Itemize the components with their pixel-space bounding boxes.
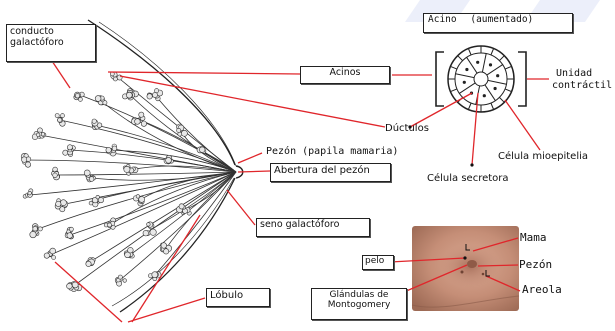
lobule: [30, 224, 43, 238]
lobule: [133, 195, 144, 207]
acinus-enlarged: [436, 46, 526, 112]
lobule: [84, 170, 95, 182]
lobule: [86, 258, 95, 267]
duct-branch: [55, 172, 236, 175]
label-pezon-papila: Pezón (papila mamaria): [266, 146, 398, 157]
label-pelo: pelo: [362, 255, 394, 270]
label-abertura-pezon: Abertura del pezón: [270, 163, 391, 182]
label-seno-galactoforo: seno galactóforo: [256, 218, 370, 237]
label-glandulas-montogomery: Glándulas de Montogomery: [311, 288, 407, 320]
label-celula-mioepitelia: Célula mioepitelia: [498, 151, 588, 162]
lobule: [115, 275, 126, 286]
lobule: [65, 227, 73, 239]
label-lobulo: Lóbulo: [206, 288, 270, 307]
label-aumentado: (aumentado): [470, 14, 533, 25]
label-unidad: Unidad: [556, 68, 592, 79]
label-mama: Mama: [520, 232, 547, 244]
label-acino: Acino: [428, 14, 457, 25]
lobule: [164, 155, 173, 164]
lobule: [147, 89, 163, 101]
lobule: [95, 96, 107, 105]
lobule: [123, 164, 138, 175]
lobule: [74, 92, 85, 101]
label-areola: Areola: [522, 284, 562, 296]
lobule: [55, 199, 68, 212]
lobule: [51, 167, 59, 180]
lobule: [106, 144, 117, 156]
lobule: [32, 128, 46, 140]
nipple-photo: [412, 226, 519, 311]
label-acinos: Acinos: [300, 66, 390, 84]
lobule: [160, 243, 172, 254]
lobule: [104, 218, 115, 230]
label-ductulos: Dúctulos: [385, 123, 429, 134]
lobule: [21, 153, 31, 167]
lobule: [122, 89, 138, 101]
duct-branch: [80, 95, 236, 172]
lobule: [131, 112, 146, 126]
label-acino-aumentado-box: Acino (aumentado): [423, 13, 573, 33]
label-glandulas-line2: Montogomery: [314, 300, 404, 310]
label-glandulas-line1: Glándulas de: [314, 290, 404, 300]
label-celula-secretora: Célula secretora: [427, 173, 509, 184]
lobule: [63, 145, 76, 157]
lobule: [92, 119, 102, 130]
label-conducto-galactoforo: conducto galactóforo: [6, 24, 96, 62]
lobule: [143, 222, 156, 236]
duct-branch: [50, 172, 236, 255]
label-pezon: Pezón: [519, 259, 552, 271]
lobule: [124, 247, 134, 258]
lobule: [67, 282, 82, 292]
lobule: [23, 189, 33, 198]
lobule: [44, 248, 56, 259]
lobule: [177, 124, 188, 136]
label-contractil: contráctil: [552, 80, 612, 91]
duct-branch: [75, 172, 236, 285]
lobule: [55, 114, 65, 127]
duct-branch: [30, 172, 236, 195]
